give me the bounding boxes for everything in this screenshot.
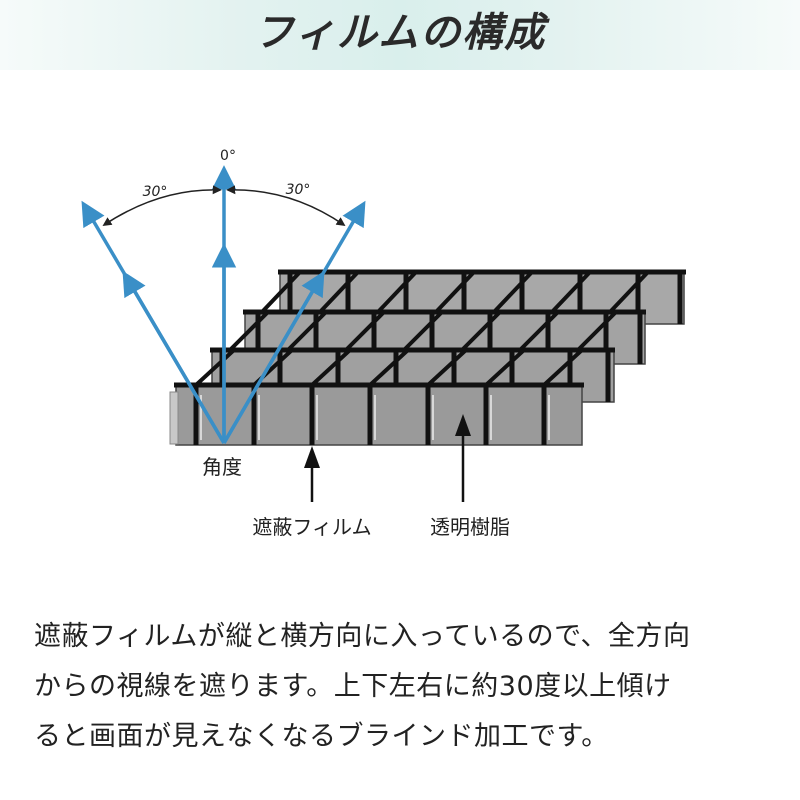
angle-label-center: 0° xyxy=(220,148,236,164)
label-angle: 角度 xyxy=(202,455,242,479)
description-line: ると画面が見えなくなるブラインド加工です。 xyxy=(34,721,609,752)
view-angle-arrows xyxy=(81,165,366,444)
label-shield-film: 遮蔽フィルム xyxy=(252,515,371,539)
angle-arcs xyxy=(102,185,346,227)
description-text: 遮蔽フィルムが縦と横方向に入っているので、全方向 からの視線を遮ります。上下左右… xyxy=(34,612,774,762)
description-line: からの視線を遮ります。上下左右に約30度以上傾け xyxy=(34,671,672,702)
film-structure-diagram: 0° 30° 30° 角度 遮蔽フィルム 透明樹脂 xyxy=(0,70,800,600)
title-banner: フィルムの構成 xyxy=(0,0,800,70)
page-title: フィルムの構成 xyxy=(253,10,547,56)
layer-front xyxy=(169,382,584,446)
angle-label-left: 30° xyxy=(143,184,168,200)
angle-label-right: 30° xyxy=(286,182,311,198)
pointer-arrows xyxy=(304,414,471,502)
film-structure-svg: 0° 30° 30° 角度 遮蔽フィルム 透明樹脂 xyxy=(81,148,686,539)
description-line: 遮蔽フィルムが縦と横方向に入っているので、全方向 xyxy=(34,621,691,652)
diagonal-films xyxy=(194,270,650,387)
label-transparent-resin: 透明樹脂 xyxy=(430,515,510,539)
